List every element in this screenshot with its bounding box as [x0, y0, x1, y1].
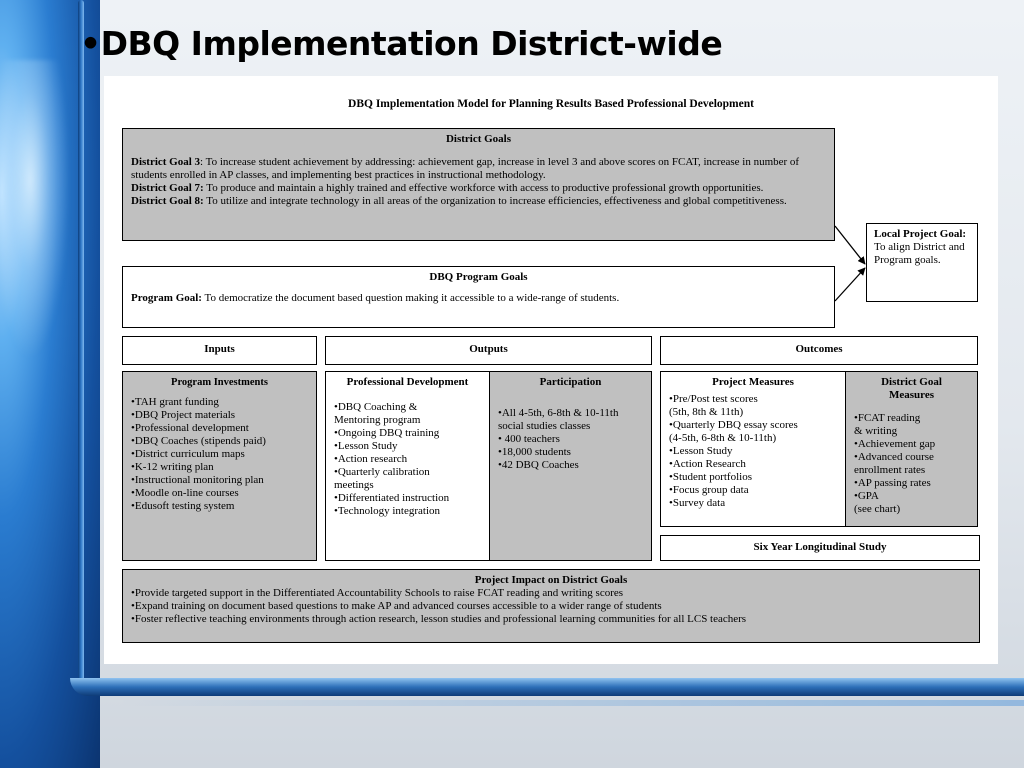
project-impact-heading: Project Impact on District Goals [474, 574, 628, 586]
district-goals-box: District Goals District Goal 3: To incre… [122, 128, 835, 241]
professional-development-box: Professional Development •DBQ Coaching &… [325, 371, 490, 561]
project-impact-box: Project Impact on District Goals •Provid… [122, 569, 980, 643]
program-goal: Program Goal: To democratize the documen… [131, 292, 826, 305]
slide-title: •DBQ Implementation District-wide [80, 24, 723, 63]
participation-list: •All 4-5th, 6-8th & 10-11th social studi… [498, 407, 643, 472]
local-project-goal-text: To align District and Program goals. [874, 241, 965, 266]
inputs-header: Inputs [122, 336, 317, 365]
inputs-header-label: Inputs [204, 343, 235, 355]
professional-development-list: •DBQ Coaching & Mentoring program •Ongoi… [334, 401, 481, 518]
list-item: •Instructional monitoring plan [131, 474, 264, 486]
project-measures-box: Project Measures •Pre/Post test scores (… [660, 371, 846, 527]
list-item: •Lesson Study [334, 440, 398, 452]
list-item: •Technology integration [334, 505, 441, 517]
outcomes-header-label: Outcomes [795, 343, 843, 355]
local-project-goal-box: Local Project Goal: To align District an… [866, 223, 978, 302]
program-investments-box: Program Investments •TAH grant funding •… [122, 371, 317, 561]
list-item: •Provide targeted support in the Differe… [131, 587, 624, 599]
professional-development-heading: Professional Development [346, 376, 469, 388]
list-item: •Quarterly DBQ essay scores (4-5th, 6-8t… [669, 419, 798, 444]
list-item: •Action research [334, 453, 408, 465]
list-item: •TAH grant funding [131, 396, 219, 408]
district-goal-measures-heading: District Goal Measures [881, 376, 942, 401]
document-image: DBQ Implementation Model for Planning Re… [104, 76, 998, 664]
longitudinal-study-box: Six Year Longitudinal Study [660, 535, 980, 561]
list-item: •Action Research [669, 458, 746, 470]
local-project-goal-label: Local Project Goal: [874, 228, 967, 240]
list-item: • 400 teachers [498, 433, 560, 445]
connector-arrows [834, 225, 866, 302]
vertical-swoosh [78, 0, 84, 690]
list-item: (see chart) [854, 503, 901, 515]
list-item: •Ongoing DBQ training [334, 427, 440, 439]
list-item: •Moodle on-line courses [131, 487, 239, 499]
project-impact-list: •Provide targeted support in the Differe… [131, 587, 971, 626]
outputs-header-label: Outputs [469, 343, 508, 355]
longitudinal-study-label: Six Year Longitudinal Study [753, 541, 887, 553]
district-goal-3-label: District Goal 3 [131, 156, 201, 168]
district-goal-8-text: To utilize and integrate technology in a… [203, 195, 787, 207]
program-goals-box: DBQ Program Goals Program Goal: To democ… [122, 266, 835, 328]
list-item: •All 4-5th, 6-8th & 10-11th social studi… [498, 407, 619, 432]
bottom-swoosh [70, 678, 1024, 696]
district-goal-3: District Goal 3: To increase student ach… [131, 156, 826, 182]
list-item: •Differentiated instruction [334, 492, 450, 504]
district-goal-measures-list: •FCAT reading & writing •Achievement gap… [854, 412, 969, 516]
list-item: •DBQ Project materials [131, 409, 236, 421]
outputs-header: Outputs [325, 336, 652, 365]
list-item: •DBQ Coaching & Mentoring program [334, 401, 421, 426]
program-goals-heading: DBQ Program Goals [429, 271, 528, 283]
list-item: •DBQ Coaches (stipends paid) [131, 435, 266, 447]
project-measures-heading: Project Measures [712, 376, 794, 388]
district-goal-7: District Goal 7: To produce and maintain… [131, 182, 826, 195]
participation-heading: Participation [539, 376, 602, 388]
district-goal-3-text: : To increase student achievement by add… [131, 156, 800, 181]
list-item: •Pre/Post test scores (5th, 8th & 11th) [669, 393, 758, 418]
list-item: •Edusoft testing system [131, 500, 235, 512]
district-goal-8: District Goal 8: To utilize and integrat… [131, 195, 826, 208]
list-item: •FCAT reading & writing [854, 412, 921, 437]
list-item: •GPA [854, 490, 879, 502]
globe-highlight [0, 60, 70, 360]
list-item: •District curriculum maps [131, 448, 245, 460]
district-goal-7-label: District Goal 7: [131, 182, 204, 194]
district-goal-8-label: District Goal 8: [131, 195, 204, 207]
program-goal-label: Program Goal: [131, 292, 202, 304]
program-investments-list: •TAH grant funding •DBQ Project material… [131, 396, 308, 513]
arrow-program-to-local [834, 267, 866, 302]
list-item: •AP passing rates [854, 477, 931, 489]
list-item: •Foster reflective teaching environments… [131, 613, 747, 625]
list-item: •Focus group data [669, 484, 749, 496]
document-title: DBQ Implementation Model for Planning Re… [348, 98, 754, 110]
list-item: •Expand training on document based quest… [131, 600, 662, 612]
list-item: •18,000 students [498, 446, 571, 458]
bottom-swoosh-highlight [120, 700, 1024, 706]
list-item: •Professional development [131, 422, 249, 434]
project-measures-list: •Pre/Post test scores (5th, 8th & 11th) … [669, 393, 837, 510]
list-item: •K-12 writing plan [131, 461, 214, 473]
district-goal-measures-box: District Goal Measures •FCAT reading & w… [845, 371, 978, 527]
list-item: •Advanced course enrollment rates [854, 451, 934, 476]
list-item: •Achievement gap [854, 438, 936, 450]
participation-box: Participation •All 4-5th, 6-8th & 10-11t… [489, 371, 652, 561]
list-item: •42 DBQ Coaches [498, 459, 579, 471]
program-goal-text: To democratize the document based questi… [201, 292, 620, 304]
list-item: •Student portfolios [669, 471, 752, 483]
program-investments-heading: Program Investments [171, 377, 268, 388]
district-goal-7-text: To produce and maintain a highly trained… [203, 182, 764, 194]
outcomes-header: Outcomes [660, 336, 978, 365]
list-item: •Survey data [669, 497, 726, 509]
list-item: •Quarterly calibration meetings [334, 466, 430, 491]
district-goals-heading: District Goals [445, 133, 512, 145]
list-item: •Lesson Study [669, 445, 733, 457]
arrow-district-to-local [834, 225, 866, 265]
